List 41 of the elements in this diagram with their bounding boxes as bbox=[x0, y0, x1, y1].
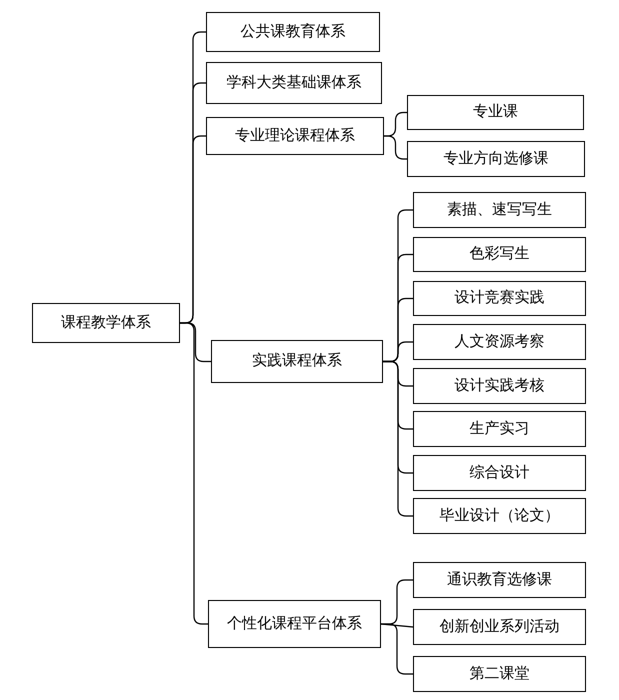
brace-connector bbox=[381, 623, 413, 675]
box-label: 设计竞赛实践 bbox=[454, 288, 544, 308]
box-label: 公共课教育体系 bbox=[240, 22, 346, 42]
box-label: 毕业设计（论文） bbox=[440, 506, 560, 526]
box-label: 专业方向选修课 bbox=[444, 148, 548, 169]
text-box bbox=[413, 237, 586, 272]
box-label: 学科大类基础课体系 bbox=[226, 72, 362, 93]
text-box bbox=[413, 455, 586, 491]
text-box bbox=[206, 12, 380, 52]
text-box bbox=[413, 609, 586, 645]
text-box bbox=[206, 62, 382, 104]
box-label: 设计实践考核 bbox=[454, 376, 544, 396]
box-label: 实践课程体系 bbox=[252, 351, 342, 372]
box-label: 人文资源考察 bbox=[454, 332, 544, 352]
text-box bbox=[407, 141, 585, 177]
text-box bbox=[413, 324, 586, 360]
text-box bbox=[413, 192, 586, 228]
box-label: 专业课 bbox=[473, 102, 518, 122]
text-box bbox=[407, 95, 584, 130]
text-box bbox=[211, 340, 383, 383]
text-box bbox=[413, 281, 586, 316]
box-label: 综合设计 bbox=[470, 462, 530, 483]
text-box bbox=[208, 600, 381, 648]
box-label: 课程教学体系 bbox=[61, 312, 151, 333]
text-box bbox=[413, 562, 586, 598]
box-label: 创新创业系列活动 bbox=[440, 616, 560, 637]
brace-connector bbox=[380, 623, 414, 628]
text-box bbox=[413, 656, 586, 692]
text-box bbox=[413, 498, 586, 534]
box-label: 生产实习 bbox=[470, 418, 530, 439]
box-label: 色彩写生 bbox=[470, 244, 530, 264]
brace-connector bbox=[383, 360, 413, 517]
text-box bbox=[413, 411, 586, 447]
text-box bbox=[413, 368, 586, 404]
text-box bbox=[32, 303, 180, 343]
box-label: 专业理论课程体系 bbox=[235, 126, 355, 146]
box-label: 通识教育选修课 bbox=[447, 570, 552, 590]
box-label: 第二课堂 bbox=[470, 664, 530, 684]
text-box bbox=[206, 117, 384, 155]
box-label: 个性化课程平台体系 bbox=[227, 614, 362, 634]
box-label: 素描、速写写生 bbox=[447, 200, 552, 220]
